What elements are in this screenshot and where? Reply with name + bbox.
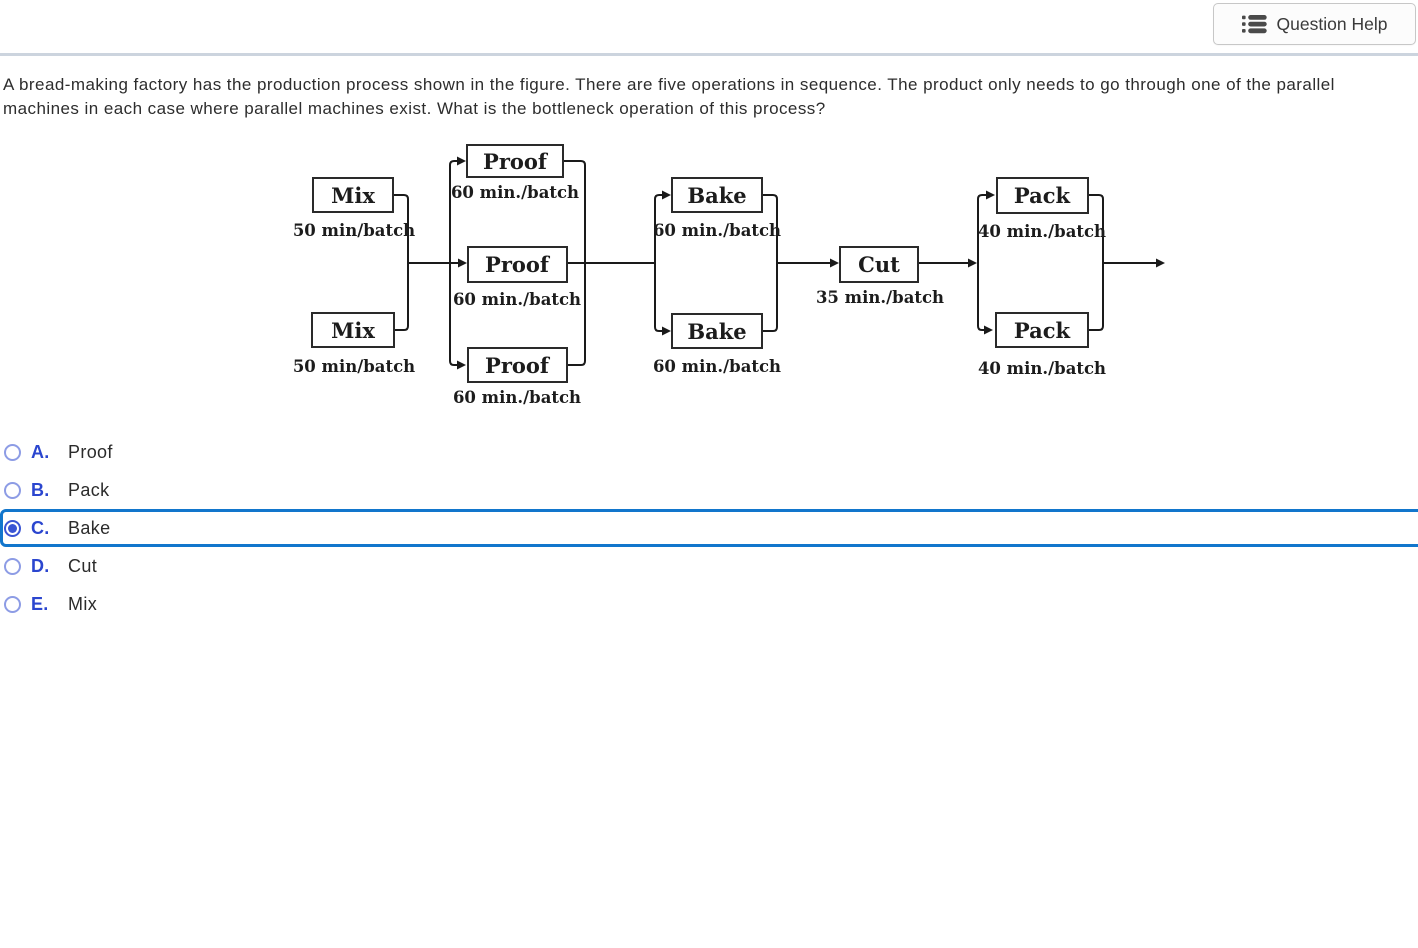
radio-b[interactable]: [4, 481, 21, 499]
figure-box-bake-bottom: [671, 313, 763, 349]
question-help-button[interactable]: Question Help: [1213, 3, 1416, 45]
option-label-d: Cut: [68, 555, 98, 576]
question-text: A bread-making factory has the productio…: [3, 73, 1335, 121]
arrowhead-bake-bottom: [662, 326, 671, 336]
figure-box-proof-top: [466, 144, 564, 178]
figure-time-proof-bottom: 60 min./batch: [453, 388, 581, 407]
bake-split-line: [654, 194, 663, 332]
radio-c[interactable]: [4, 519, 21, 537]
figure-box-proof-mid: [467, 246, 568, 283]
option-letter-c: C.: [31, 517, 50, 538]
proof-split-line: [449, 160, 458, 366]
answer-options: A. Proof B. Pack C. Bake D. Cut E. Mix: [0, 433, 1418, 623]
figure-label-cut: Cut: [858, 252, 900, 277]
arrowhead-bake-top: [662, 190, 671, 200]
bake-merge-line: [762, 194, 778, 332]
figure-box-pack-bottom: [995, 312, 1089, 348]
option-letter-b: B.: [31, 479, 50, 500]
top-toolbar: Question Help: [0, 0, 1418, 53]
figure-box-cut: [839, 246, 919, 283]
header-divider: [0, 53, 1418, 56]
figure-label-bake-bottom: Bake: [687, 319, 746, 344]
figure-label-mix-bottom: Mix: [331, 318, 375, 343]
figure-time-mix-bottom: 50 min/batch: [293, 357, 415, 376]
arrowhead-cut: [830, 258, 839, 268]
figure-label-bake-top: Bake: [687, 183, 746, 208]
figure-label-pack-top: Pack: [1014, 183, 1071, 208]
figure-time-bake-top: 60 min./batch: [653, 221, 781, 240]
option-letter-e: E.: [31, 593, 49, 614]
figure-box-mix-top: [312, 177, 394, 213]
pack-split-line: [977, 194, 986, 331]
figure-label-proof-bottom: Proof: [485, 353, 551, 378]
figure-box-proof-bottom: [467, 347, 568, 383]
arrowhead-proof-top: [457, 156, 466, 166]
option-row-a[interactable]: A. Proof: [0, 433, 1418, 471]
option-row-d[interactable]: D. Cut: [0, 547, 1418, 585]
figure-box-pack-top: [996, 177, 1089, 214]
question-text-line1: A bread-making factory has the productio…: [3, 75, 1335, 94]
option-row-e[interactable]: E. Mix: [0, 585, 1418, 623]
arrowhead-pack-junction: [968, 258, 977, 268]
figure-label-proof-top: Proof: [483, 149, 549, 174]
option-letter-a: A.: [31, 441, 50, 462]
option-row-b[interactable]: B. Pack: [0, 471, 1418, 509]
option-label-e: Mix: [68, 593, 98, 614]
arrowhead-proof-mid: [458, 258, 467, 268]
figure-box-mix-bottom: [311, 312, 395, 348]
mix-merge-line: [393, 194, 409, 331]
process-flow-diagram: Mix Mix Proof Proof Proof Bake Bake Cut …: [280, 135, 1180, 420]
figure-time-pack-top: 40 min./batch: [978, 222, 1106, 241]
question-text-line2: machines in each case where parallel mac…: [3, 99, 826, 118]
figure-time-proof-mid: 60 min./batch: [453, 290, 581, 309]
figure-label-pack-bottom: Pack: [1014, 318, 1071, 343]
option-label-a: Proof: [68, 441, 113, 462]
arrowhead-exit: [1156, 258, 1165, 268]
option-label-b: Pack: [68, 479, 110, 500]
question-help-label: Question Help: [1276, 13, 1388, 34]
arrowhead-proof-bottom: [457, 360, 466, 370]
option-letter-d: D.: [31, 555, 50, 576]
radio-e[interactable]: [4, 595, 21, 613]
pack-merge-line: [1088, 194, 1104, 331]
radio-a[interactable]: [4, 443, 21, 461]
figure-time-proof-top: 60 min./batch: [451, 183, 579, 202]
arrowhead-pack-top: [986, 190, 995, 200]
figure-label-mix-top: Mix: [331, 183, 375, 208]
option-label-c: Bake: [68, 517, 111, 538]
figure-time-mix-top: 50 min/batch: [293, 221, 415, 240]
figure-time-cut: 35 min./batch: [816, 288, 944, 307]
figure-time-pack-bottom: 40 min./batch: [978, 359, 1106, 378]
arrowhead-pack-bottom: [984, 325, 993, 335]
figure-time-bake-bottom: 60 min./batch: [653, 357, 781, 376]
figure-box-bake-top: [671, 177, 763, 213]
question-help-list-icon: [1241, 14, 1267, 33]
radio-d[interactable]: [4, 557, 21, 575]
figure-label-proof-mid: Proof: [485, 252, 551, 277]
option-row-c-selected[interactable]: C. Bake: [0, 509, 1418, 547]
radio-c-dot: [8, 523, 17, 533]
